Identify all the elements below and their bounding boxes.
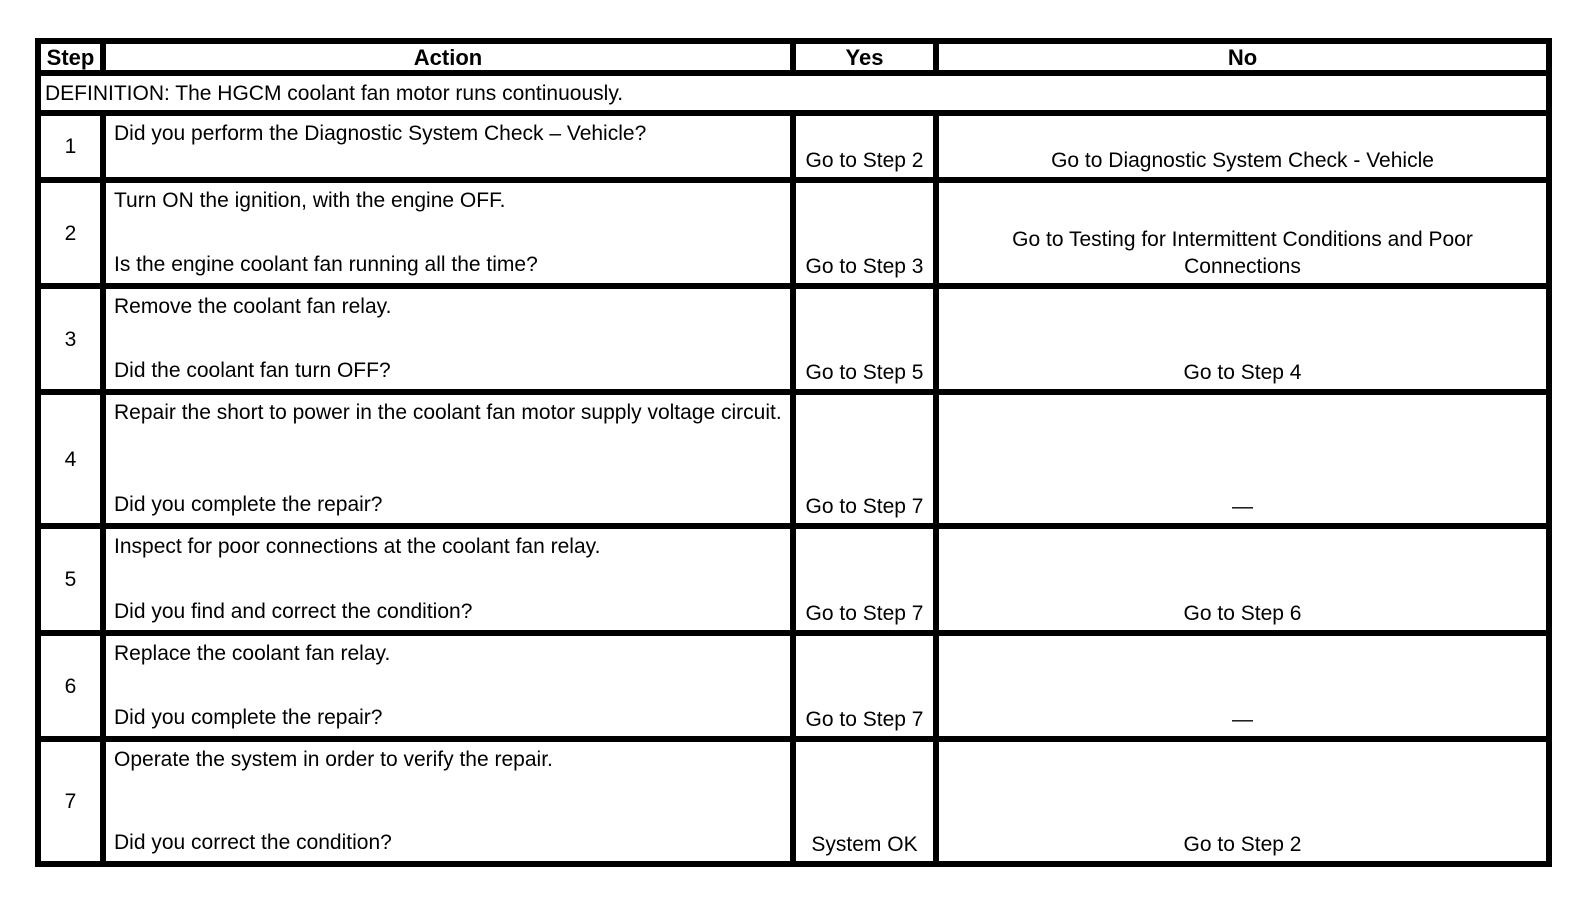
action-cell: Did you perform the Diagnostic System Ch…: [106, 116, 790, 177]
yes-cell: Go to Step 5: [796, 289, 933, 389]
action-cell: Remove the coolant fan relay. Did the co…: [106, 289, 790, 389]
step-number: 4: [41, 395, 100, 523]
action-text: Replace the coolant fan relay.: [114, 642, 391, 665]
action-text: Repair the short to power in the coolant…: [114, 401, 782, 424]
action-text: Did you perform the Diagnostic System Ch…: [114, 122, 647, 145]
action-question: Did the coolant fan turn OFF?: [114, 359, 391, 382]
action-question: Did you complete the repair?: [114, 493, 383, 516]
yes-cell: Go to Step 2: [796, 116, 933, 177]
action-text: Inspect for poor connections at the cool…: [114, 535, 601, 558]
yes-cell: System OK: [796, 742, 933, 861]
action-cell: Replace the coolant fan relay. Did you c…: [106, 636, 790, 736]
step-number: 3: [41, 289, 100, 389]
no-cell: —: [939, 636, 1546, 736]
step-number: 5: [41, 529, 100, 630]
action-question: Did you correct the condition?: [114, 831, 392, 854]
step-number: 1: [41, 116, 100, 177]
no-cell: Go to Step 6: [939, 529, 1546, 630]
col-header-step: Step: [41, 44, 100, 70]
action-question: Is the engine coolant fan running all th…: [114, 253, 538, 276]
step-number: 7: [41, 742, 100, 861]
action-question: Did you find and correct the condition?: [114, 600, 473, 623]
col-header-yes: Yes: [796, 44, 933, 70]
action-text: Turn ON the ignition, with the engine OF…: [114, 189, 506, 212]
step-number: 2: [41, 183, 100, 283]
action-text: Operate the system in order to verify th…: [114, 748, 553, 771]
action-cell: Turn ON the ignition, with the engine OF…: [106, 183, 790, 283]
yes-cell: Go to Step 7: [796, 395, 933, 523]
no-cell: Go to Step 4: [939, 289, 1546, 389]
col-header-action: Action: [106, 44, 790, 70]
yes-cell: Go to Step 7: [796, 529, 933, 630]
no-cell: Go to Step 2: [939, 742, 1546, 861]
diagnostic-table: Step Action Yes No DEFINITION: The HGCM …: [35, 38, 1552, 867]
definition-row: DEFINITION: The HGCM coolant fan motor r…: [41, 76, 1546, 110]
action-text: Remove the coolant fan relay.: [114, 295, 392, 318]
col-header-no: No: [939, 44, 1546, 70]
action-question: Did you complete the repair?: [114, 706, 383, 729]
step-number: 6: [41, 636, 100, 736]
no-cell: —: [939, 395, 1546, 523]
no-cell: Go to Diagnostic System Check - Vehicle: [939, 116, 1546, 177]
action-cell: Operate the system in order to verify th…: [106, 742, 790, 861]
yes-cell: Go to Step 7: [796, 636, 933, 736]
action-cell: Inspect for poor connections at the cool…: [106, 529, 790, 630]
yes-cell: Go to Step 3: [796, 183, 933, 283]
no-cell: Go to Testing for Intermittent Condition…: [939, 183, 1546, 283]
action-cell: Repair the short to power in the coolant…: [106, 395, 790, 523]
